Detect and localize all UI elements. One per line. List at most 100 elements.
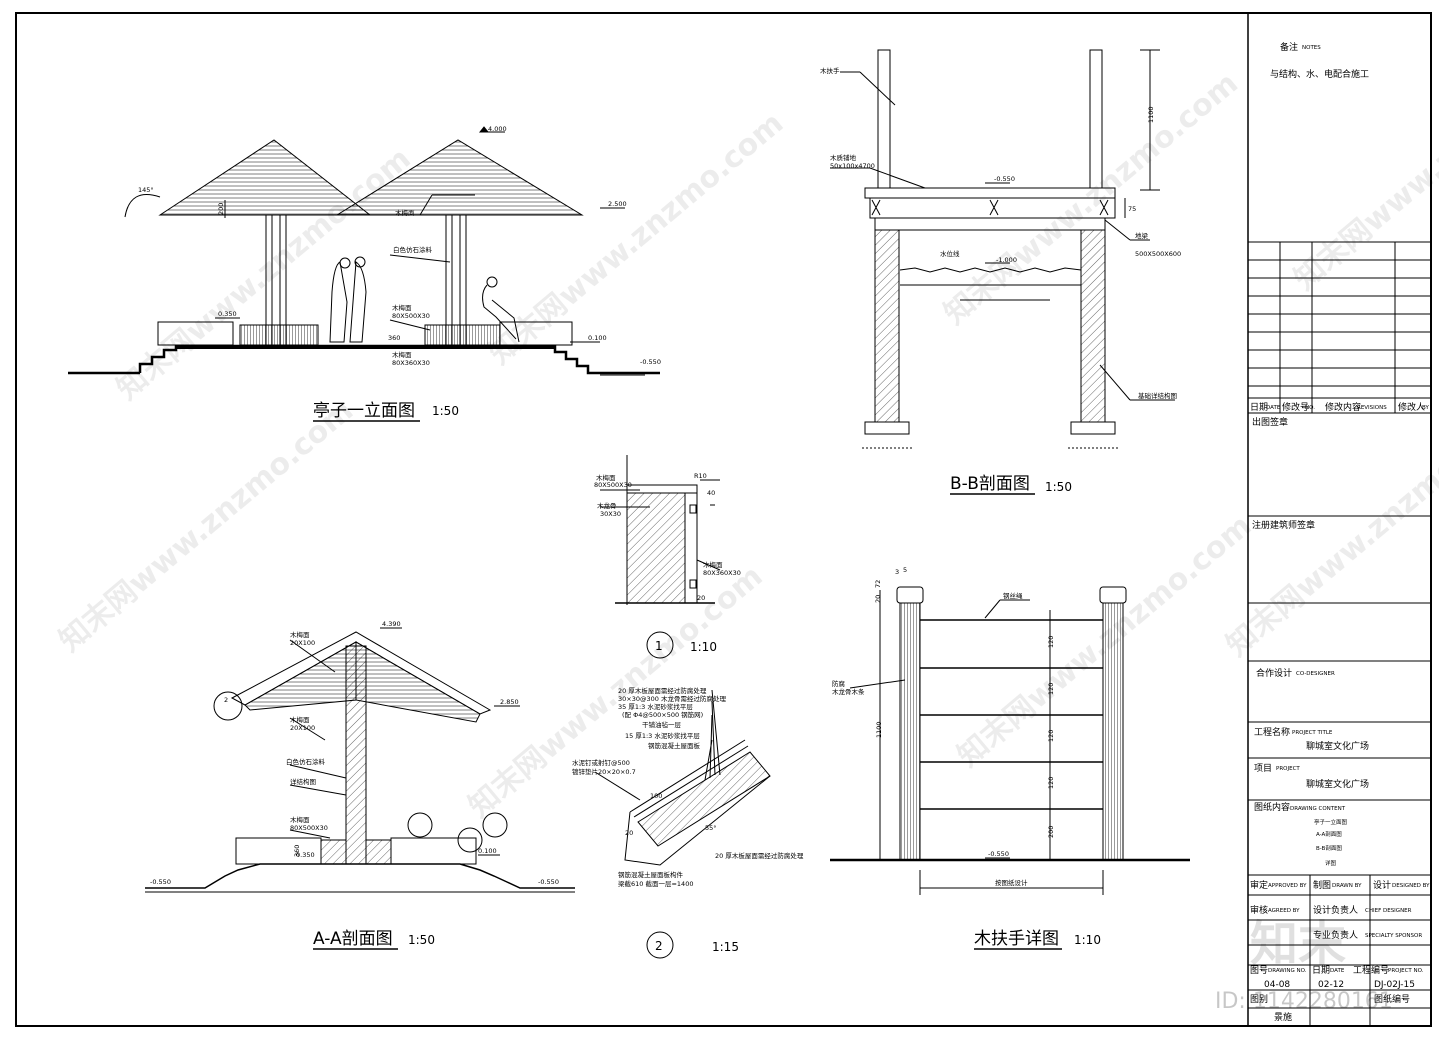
svg-text:梁截610 截面一层=1400: 梁截610 截面一层=1400 — [618, 879, 693, 888]
svg-text:100: 100 — [650, 792, 662, 800]
svg-text:图纸编号: 图纸编号 — [1374, 993, 1410, 1005]
svg-text:图号: 图号 — [1250, 965, 1268, 976]
svg-text:DRAWN BY: DRAWN BY — [1332, 883, 1362, 889]
issue-stamp: 出图签章 — [1252, 416, 1288, 428]
svg-text:木梅面: 木梅面 — [395, 208, 415, 217]
project-number: DJ-02J-15 — [1374, 980, 1415, 990]
title-section-bb: B-B剖面图 — [950, 474, 1030, 494]
svg-text:1100: 1100 — [1147, 106, 1155, 123]
drawing-number: 04-08 — [1264, 980, 1290, 990]
notes-label: 备注 — [1280, 41, 1298, 53]
svg-text:CHIEF DESIGNER: CHIEF DESIGNER — [1365, 908, 1412, 914]
svg-text:3: 3 — [895, 568, 899, 576]
section-aa — [145, 627, 575, 893]
svg-text:2: 2 — [224, 696, 228, 704]
svg-text:钢筋混凝土屋面板构件: 钢筋混凝土屋面板构件 — [618, 870, 684, 879]
svg-text:1:10: 1:10 — [1074, 933, 1101, 947]
svg-text:APPROVED BY: APPROVED BY — [1268, 883, 1307, 889]
svg-text:专业负责人: 专业负责人 — [1313, 929, 1358, 941]
svg-text:干铺油毡一层: 干铺油毡一层 — [642, 720, 682, 729]
svg-text:-0.550: -0.550 — [538, 878, 559, 886]
svg-text:木梅面: 木梅面 — [290, 630, 310, 639]
svg-text:145°: 145° — [138, 186, 154, 194]
svg-text:4.000: 4.000 — [488, 125, 507, 133]
svg-text:钢筋混凝土屋面板: 钢筋混凝土屋面板 — [648, 741, 701, 750]
svg-text:基础详结构图: 基础详结构图 — [1138, 391, 1177, 400]
architect-stamp: 注册建筑师签章 — [1252, 519, 1315, 531]
svg-text:15 厚1:3 水泥砂浆找平层: 15 厚1:3 水泥砂浆找平层 — [625, 731, 700, 740]
svg-text:120: 120 — [1047, 683, 1055, 695]
svg-text:A-A剖面图: A-A剖面图 — [1316, 830, 1342, 838]
svg-text:0.100: 0.100 — [588, 334, 607, 342]
svg-text:制图: 制图 — [1313, 879, 1331, 891]
svg-text:-0.550: -0.550 — [994, 175, 1015, 183]
svg-text:40: 40 — [707, 489, 715, 497]
svg-text:2: 2 — [655, 939, 663, 953]
svg-text:白色仿石涂料: 白色仿石涂料 — [393, 245, 433, 254]
svg-text:按图纸设计: 按图纸设计 — [995, 878, 1028, 887]
title-section-aa: A-A剖面图 — [313, 929, 393, 949]
svg-text:5: 5 — [903, 566, 907, 574]
svg-text:木梅面: 木梅面 — [290, 815, 310, 824]
svg-text:工程名称: 工程名称 — [1254, 726, 1290, 738]
svg-text:地梁: 地梁 — [1135, 231, 1149, 240]
svg-text:防腐: 防腐 — [832, 679, 846, 688]
svg-text:120: 120 — [1047, 730, 1055, 742]
svg-text:2.850: 2.850 — [500, 698, 519, 706]
svg-text:1:50: 1:50 — [432, 404, 459, 418]
svg-text:-0.550: -0.550 — [640, 358, 661, 366]
svg-text:图纸内容: 图纸内容 — [1254, 801, 1290, 813]
svg-text:360: 360 — [388, 334, 400, 342]
handrail-detail — [830, 586, 1190, 895]
svg-text:木扶手: 木扶手 — [820, 66, 840, 75]
svg-text:DRAWING NO.: DRAWING NO. — [1268, 968, 1307, 974]
pavilion-elevation — [68, 126, 660, 376]
watermark-id: ID: 1142280161 — [1215, 989, 1393, 1014]
svg-text:白色仿石涂料: 白色仿石涂料 — [286, 757, 326, 766]
svg-text:500X500X600: 500X500X600 — [1135, 250, 1181, 258]
svg-text:知末网www.znzmo.com: 知末网www.znzmo.com — [483, 106, 790, 372]
svg-text:木梅面: 木梅面 — [596, 473, 616, 482]
svg-text:木梅面: 木梅面 — [290, 715, 310, 724]
svg-text:1:10: 1:10 — [690, 640, 717, 654]
svg-text:1100: 1100 — [875, 721, 883, 738]
svg-text:审核: 审核 — [1250, 904, 1268, 916]
svg-text:PROJECT: PROJECT — [1276, 766, 1300, 772]
svg-text:NOTES: NOTES — [1302, 45, 1321, 51]
svg-text:30×30@300 木龙骨需经过防腐处理: 30×30@300 木龙骨需经过防腐处理 — [618, 694, 726, 703]
svg-text:200: 200 — [217, 203, 225, 215]
svg-text:-0.550: -0.550 — [988, 850, 1009, 858]
svg-text:设计负责人: 设计负责人 — [1313, 904, 1358, 916]
svg-text:水泥钉或射钉@500: 水泥钉或射钉@500 — [572, 758, 630, 767]
svg-text:R10: R10 — [694, 472, 707, 480]
svg-text:2.500: 2.500 — [608, 200, 627, 208]
svg-text:20 厚木板屋面需经过防腐处理: 20 厚木板屋面需经过防腐处理 — [618, 686, 707, 695]
svg-text:PROJECT TITLE: PROJECT TITLE — [1292, 730, 1333, 736]
svg-text:20: 20 — [625, 829, 633, 837]
svg-text:200: 200 — [1047, 826, 1055, 838]
svg-text:80X500X30: 80X500X30 — [392, 312, 430, 320]
svg-text:木梅面: 木梅面 — [703, 560, 723, 569]
svg-text:修改人: 修改人 — [1398, 401, 1425, 413]
svg-text:详图: 详图 — [1325, 859, 1337, 867]
svg-text:REVISIONS: REVISIONS — [1357, 405, 1387, 411]
svg-text:80X360X30: 80X360X30 — [392, 359, 430, 367]
drawing-category: 景施 — [1274, 1011, 1292, 1023]
svg-text:30X30: 30X30 — [600, 510, 621, 518]
svg-text:DESIGNED BY: DESIGNED BY — [1392, 883, 1430, 889]
svg-text:亭子一立面图: 亭子一立面图 — [1314, 818, 1348, 826]
svg-text:55°: 55° — [705, 824, 717, 832]
detail-2 — [594, 689, 771, 959]
svg-text:20X100: 20X100 — [290, 639, 315, 647]
svg-text:图别: 图别 — [1250, 994, 1268, 1005]
svg-text:20: 20 — [697, 594, 705, 602]
svg-text:80X360X30: 80X360X30 — [703, 569, 741, 577]
svg-text:1:15: 1:15 — [712, 940, 739, 954]
svg-text:(配 Φ4@500×500 钢筋网): (配 Φ4@500×500 钢筋网) — [622, 710, 703, 719]
svg-text:CO-DESIGNER: CO-DESIGNER — [1296, 671, 1335, 677]
svg-text:工程编号: 工程编号 — [1353, 964, 1389, 976]
svg-text:修改内容: 修改内容 — [1325, 401, 1361, 413]
project-name: 聊城室文化广场 — [1306, 778, 1369, 790]
svg-text:详结构图: 详结构图 — [290, 777, 316, 786]
